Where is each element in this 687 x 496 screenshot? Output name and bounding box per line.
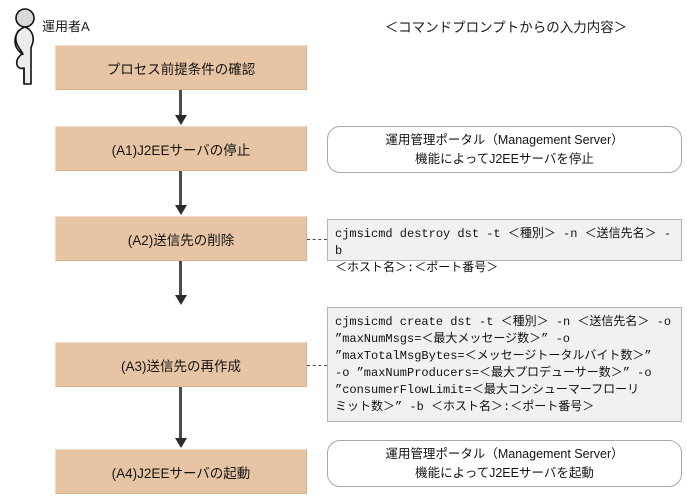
note-a1-management-server: 運用管理ポータル（Management Server） 機能によってJ2EEサー…	[327, 126, 682, 173]
process-box-check-prerequisites[interactable]: プロセス前提条件の確認	[55, 45, 307, 90]
flow-arrow-3-to-4	[179, 387, 182, 439]
process-box-label: (A4)J2EEサーバの起動	[111, 465, 251, 481]
command-column-heading: ＜コマンドプロンプトからの入力内容＞	[384, 20, 628, 35]
note-line-1: 運用管理ポータル（Management Server）	[385, 446, 624, 461]
process-box-label: プロセス前提条件の確認	[106, 61, 256, 77]
command-box-a2-destroy-dst: cjmsicmd destroy dst -t ＜種別＞ -n ＜送信先名＞ -…	[327, 219, 682, 275]
person-standing-icon	[6, 8, 44, 86]
process-box-a1-stop-j2ee-server[interactable]: (A1)J2EEサーバの停止	[55, 126, 307, 171]
process-box-label: (A2)送信先の削除	[127, 232, 235, 248]
note-a4-management-server: 運用管理ポータル（Management Server） 機能によってJ2EEサー…	[327, 440, 682, 487]
process-box-a4-start-j2ee-server[interactable]: (A4)J2EEサーバの起動	[55, 449, 307, 494]
flow-arrow-2-to-3	[179, 261, 182, 296]
command-box-a3-create-dst: cjmsicmd create dst -t ＜種別＞ -n ＜送信先名＞ -o…	[327, 307, 682, 422]
note-line-2: 機能によってJ2EEサーバを停止	[415, 151, 594, 166]
note-line-1: 運用管理ポータル（Management Server）	[385, 132, 624, 147]
flow-arrow-1-to-2	[179, 171, 182, 206]
actor-label: 運用者A	[42, 19, 90, 34]
note-line-2: 機能によってJ2EEサーバを起動	[415, 465, 594, 480]
process-box-label: (A3)送信先の再作成	[120, 358, 241, 374]
process-box-label: (A1)J2EEサーバの停止	[111, 142, 251, 158]
process-box-a3-recreate-destination[interactable]: (A3)送信先の再作成	[55, 342, 307, 387]
dashed-connector-a2	[307, 239, 327, 240]
dashed-connector-a3	[307, 365, 327, 366]
process-box-a2-delete-destination[interactable]: (A2)送信先の削除	[55, 216, 307, 261]
flow-arrow-0-to-1	[179, 90, 182, 116]
